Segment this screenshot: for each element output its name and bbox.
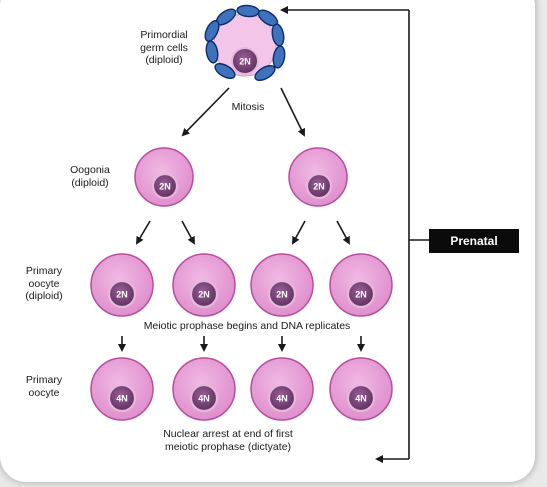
nucleus-label: 2N [116, 290, 128, 300]
nucleus-label: 2N [313, 182, 325, 192]
oogonia-label: Oogonia (diploid) [70, 164, 110, 189]
replication-arrows [118, 336, 365, 352]
primary-oocyte-diploid-3: 2N [250, 253, 314, 317]
nucleus [231, 47, 259, 75]
nucleus-label: 4N [116, 394, 128, 404]
primary-oocyte-4: 4N [329, 357, 393, 421]
primary-oocyte-diploid-1: 2N [90, 253, 154, 317]
nucleus [189, 279, 219, 309]
nucleus-label: 4N [276, 394, 288, 404]
nucleus [267, 383, 297, 413]
nucleus-label: 4N [198, 394, 210, 404]
primary-oocyte-3: 4N [250, 357, 314, 421]
primordial-germ-cell: 2N [204, 4, 286, 81]
meiotic-prophase-label: Meiotic prophase begins and DNA replicat… [143, 320, 351, 332]
nucleus-label: 2N [276, 290, 288, 300]
primary-oocyte-2: 4N [172, 357, 236, 421]
primary-oocyte-diploid-label: Primary oocyte (diploid) [25, 265, 63, 302]
mitosis-label: Mitosis [231, 101, 265, 113]
granulosa-cells [204, 4, 286, 81]
primary-oocyte-1: 4N [90, 357, 154, 421]
nucleus [151, 172, 179, 200]
nucleus [189, 383, 219, 413]
primary-oocyte-diploid-4: 2N [329, 253, 393, 317]
nucleus-label: 2N [239, 57, 251, 67]
nucleus [267, 279, 297, 309]
nuclear-arrest-label: Nuclear arrest at end of first meiotic p… [163, 428, 293, 453]
primary-oocyte-diploid-2: 2N [172, 253, 236, 317]
nucleus [346, 279, 376, 309]
oogonium-left: 2N [134, 147, 194, 207]
division-arrows [135, 220, 350, 245]
nucleus [107, 383, 137, 413]
nucleus-label: 4N [355, 394, 367, 404]
nucleus-label: 2N [355, 290, 367, 300]
primary-oocyte-label: Primary oocyte [25, 374, 63, 399]
nucleus [107, 279, 137, 309]
prenatal-bracket [280, 6, 429, 463]
oogonium-right: 2N [288, 147, 348, 207]
nucleus [346, 383, 376, 413]
nucleus-label: 2N [159, 182, 171, 192]
nucleus [305, 172, 333, 200]
prenatal-badge: Prenatal [429, 229, 519, 253]
primordial-germ-cells-label: Primordial germ cells (diploid) [140, 29, 188, 66]
mitosis-arrows [181, 87, 305, 137]
nucleus-label: 2N [198, 290, 210, 300]
